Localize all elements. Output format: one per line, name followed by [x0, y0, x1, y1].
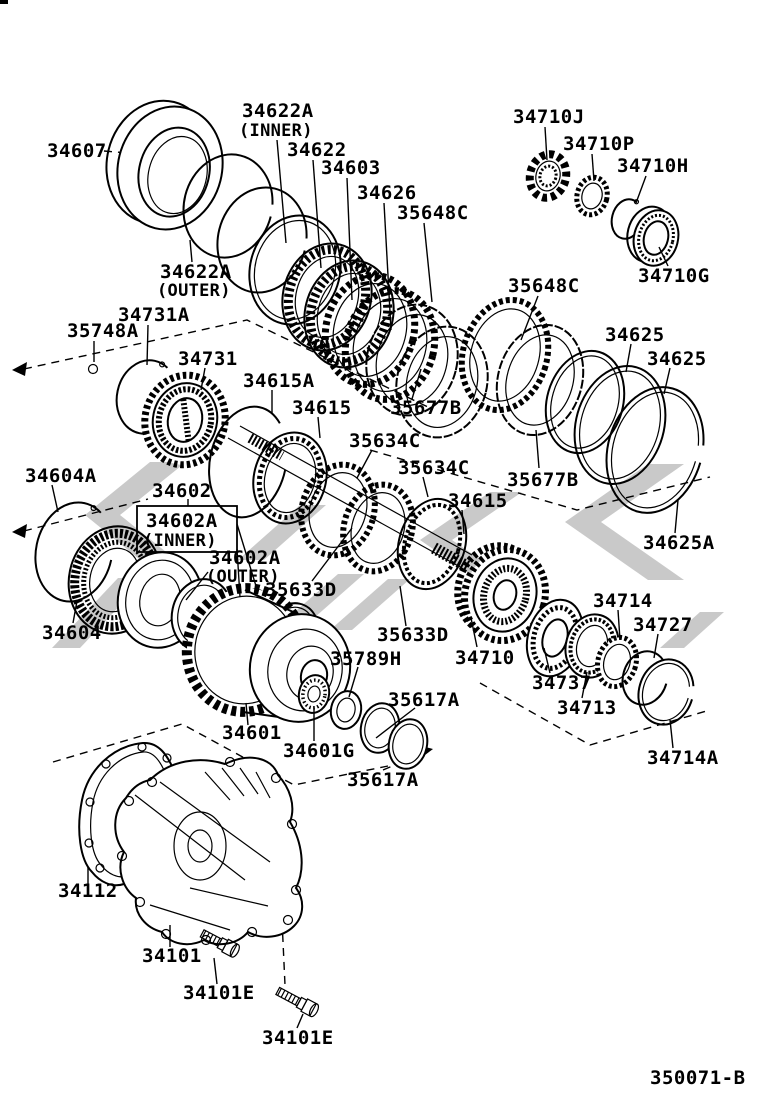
part-label-34737: 34737 [532, 672, 592, 694]
label-box-34602A-inner [136, 505, 238, 553]
part-label-34602: 34602 [152, 480, 212, 502]
part-label-34714: 34714 [593, 590, 653, 612]
part-35648C-plate-2 [458, 296, 552, 414]
part-label-34727: 34727 [633, 614, 693, 636]
drawing-number: 350071-B [650, 1067, 746, 1089]
part-label-35677B-1: 35677B [390, 397, 462, 419]
part-label-34622A-outer: 34622A [160, 261, 232, 283]
part-34625-ring-2 [573, 365, 667, 485]
part-34101E-bolt-1 [199, 928, 240, 958]
part-label-34731A: 34731A [118, 304, 190, 326]
part-label-34714A: 34714A [647, 747, 719, 769]
part-label-34625-1: 34625 [605, 324, 665, 346]
part-35677B-plate-1 [395, 325, 489, 439]
arrowhead-left-2 [12, 524, 27, 538]
part-label-34731: 34731 [178, 348, 238, 370]
corner-mark [0, 0, 8, 4]
part-label-34622A-inner-qualifier: (INNER) [239, 121, 313, 141]
part-34101-housing [114, 756, 304, 946]
part-34731-synchro-hub [141, 371, 229, 469]
part-label-34622: 34622 [287, 139, 347, 161]
part-label-34602A-inner-qualifier: (INNER) [143, 531, 217, 551]
part-label-34710H: 34710H [617, 155, 689, 177]
part-label-34607: 34607 [47, 140, 107, 162]
part-label-34622A-outer-qualifier: (OUTER) [157, 281, 231, 301]
part-35677B-plate-2 [495, 323, 585, 437]
part-label-34625A: 34625A [643, 532, 715, 554]
part-label-34101: 34101 [142, 945, 202, 967]
part-label-34604A: 34604A [25, 465, 97, 487]
part-34601G-thrust-washer [297, 674, 331, 714]
part-34714-toothed-ring [594, 634, 640, 690]
part-label-34603: 34603 [321, 157, 381, 179]
part-label-35648C-2: 35648C [508, 275, 580, 297]
part-label-34101E-1: 34101E [183, 982, 255, 1004]
part-label-34710J: 34710J [513, 106, 585, 128]
part-34710G-bearing [626, 205, 680, 267]
part-34601-drum [181, 583, 352, 723]
part-34710P-splined-washer [574, 174, 610, 218]
part-label-35617A-1: 35617A [388, 689, 460, 711]
part-labels: 34607 34622A (INNER) 34622 34603 34626 3… [25, 100, 746, 1089]
part-34622-ring [248, 214, 342, 326]
part-label-34602A-outer: 34602A [209, 547, 281, 569]
part-label-34601: 34601 [222, 722, 282, 744]
part-label-34601G: 34601G [283, 740, 355, 762]
part-label-35789H: 35789H [330, 648, 402, 670]
part-label-34112: 34112 [58, 880, 118, 902]
arrowhead-left-1 [12, 362, 27, 376]
part-34626-toothed-ring [321, 272, 419, 388]
part-label-34713: 34713 [557, 697, 617, 719]
part-35748A-oring [87, 363, 99, 375]
input-shaft [227, 425, 473, 573]
part-label-34625-2: 34625 [647, 348, 707, 370]
part-label-34602A-outer-qualifier: (OUTER) [206, 567, 280, 587]
part-label-35648C-1: 35648C [397, 202, 469, 224]
part-label-34710G: 34710G [638, 265, 710, 287]
part-label-35633D-2: 35633D [377, 624, 449, 646]
part-35617A-ring-2 [387, 718, 429, 770]
part-35789H-washer [329, 690, 363, 730]
part-label-34710: 34710 [455, 647, 515, 669]
part-label-35677B-2: 35677B [507, 469, 579, 491]
part-34727-snap-ring [621, 650, 669, 706]
part-label-35748A: 35748A [67, 320, 139, 342]
part-label-34101E-2: 34101E [262, 1027, 334, 1049]
part-label-34615-2: 34615 [448, 490, 508, 512]
part-34710J-gear [525, 150, 571, 202]
part-35634C-plate-2 [340, 481, 416, 575]
leader-lines [51, 126, 679, 1029]
part-label-34602A-inner: 34602A [146, 510, 218, 532]
part-label-34710P: 34710P [563, 133, 635, 155]
part-34607-bearing [105, 99, 224, 231]
part-label-35617A-2: 35617A [347, 769, 419, 791]
part-label-34615A: 34615A [243, 370, 315, 392]
part-label-34622A-inner: 34622A [242, 100, 314, 122]
part-34101E-bolt-2 [275, 986, 320, 1018]
part-label-34604: 34604 [42, 622, 102, 644]
part-label-34615-1: 34615 [292, 397, 352, 419]
part-label-35634C-2: 35634C [398, 457, 470, 479]
part-label-35634C-1: 35634C [349, 430, 421, 452]
part-label-35633D-1: 35633D [265, 579, 337, 601]
part-34710-planetary-gear [454, 542, 549, 645]
part-label-34626: 34626 [357, 182, 417, 204]
part-34714A-ring [637, 658, 695, 726]
part-35634C-plate-1 [298, 461, 378, 559]
